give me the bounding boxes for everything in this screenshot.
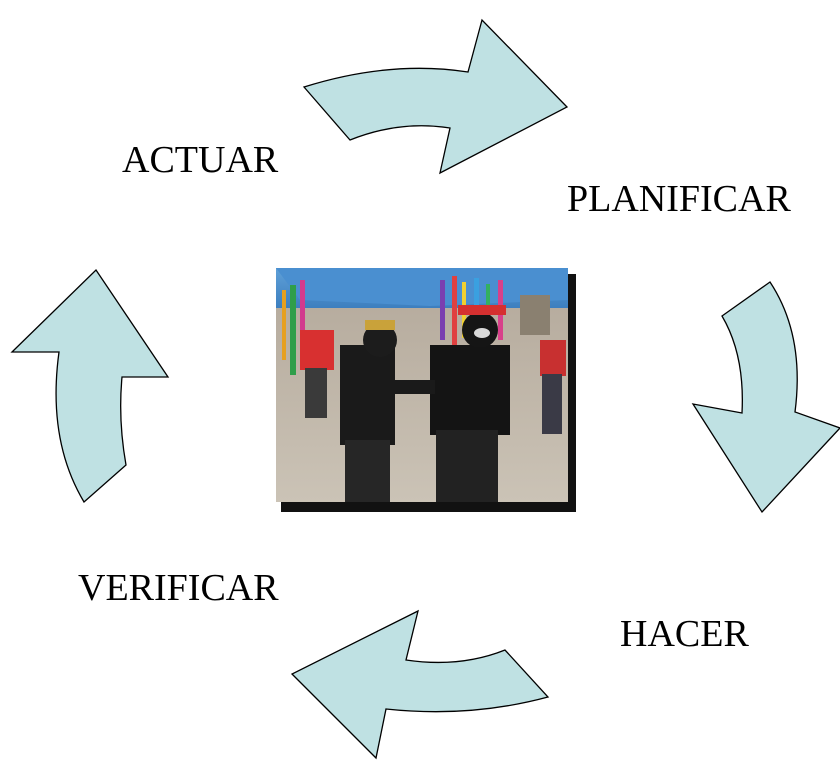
step-label-hacer: HACER bbox=[620, 613, 749, 655]
arrow-to-hacer bbox=[691, 281, 840, 514]
arrow-to-actuar bbox=[10, 268, 170, 504]
step-label-verificar: VERIFICAR bbox=[78, 567, 279, 609]
arrow-to-verificar bbox=[290, 609, 550, 760]
center-photo bbox=[276, 268, 576, 512]
arrow-to-planificar bbox=[302, 18, 569, 175]
step-label-actuar: ACTUAR bbox=[122, 139, 279, 181]
step-label-planificar: PLANIFICAR bbox=[567, 178, 791, 220]
